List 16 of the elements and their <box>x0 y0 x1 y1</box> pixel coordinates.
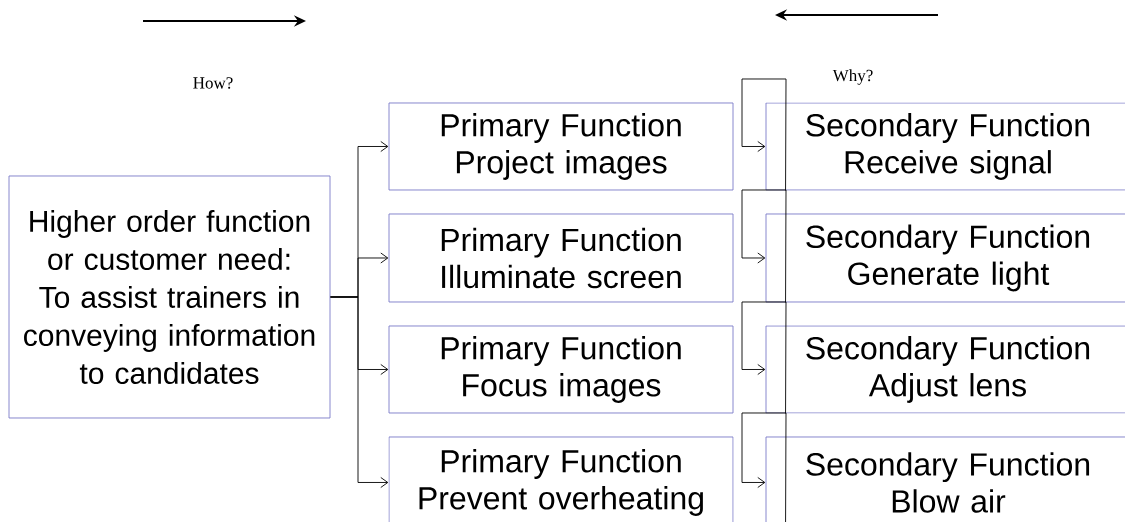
function-box: Higher order function or customer need: To assist trainers in conveying information to candidates <box>8 175 331 419</box>
connector-arrow <box>741 301 787 414</box>
function-box: Primary Function Illuminate screen <box>388 213 734 303</box>
connector-arrow <box>741 412 787 522</box>
connector-arrow <box>741 78 787 191</box>
connector-arrow <box>741 189 787 303</box>
connector-arrow <box>330 296 389 488</box>
function-box: Secondary Function Adjust lens <box>765 325 1125 414</box>
direction-label: Why? <box>832 69 873 85</box>
function-box: Secondary Function Blow air <box>765 436 1125 522</box>
function-box: Secondary Function Generate light <box>765 213 1125 303</box>
function-box: Secondary Function Receive signal <box>765 102 1125 191</box>
function-box: Primary Function Project images <box>388 102 734 191</box>
direction-label: How? <box>193 77 233 89</box>
function-box: Primary Function Prevent overheating <box>388 436 734 522</box>
function-box: Primary Function Focus images <box>388 325 734 414</box>
